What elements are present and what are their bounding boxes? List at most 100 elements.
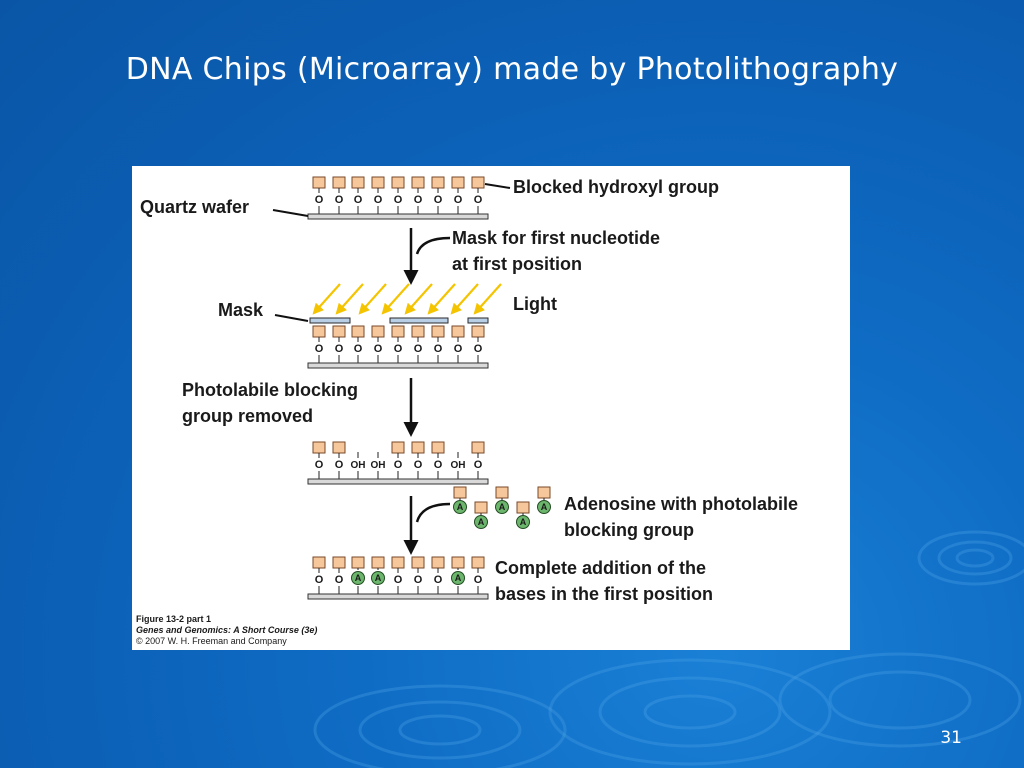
light-arrow [312, 283, 341, 315]
blocking-group [451, 556, 465, 569]
blocking-group [431, 441, 445, 454]
caption-copyright: © 2007 W. H. Freeman and Company [136, 636, 287, 646]
light-arrow [358, 283, 387, 315]
hydroxyl-label: OH [451, 460, 466, 471]
caption-figure-ref: Figure 13-2 part 1 [136, 614, 211, 624]
label-mask: Mask [218, 300, 264, 320]
blocking-group [516, 501, 530, 514]
blocking-group [371, 176, 385, 189]
oxygen-label: O [394, 574, 403, 586]
mask-step-bracket [415, 236, 451, 255]
base-label: A [520, 517, 527, 527]
adenosine-base [453, 500, 467, 514]
blocking-group [332, 325, 346, 338]
oxygen-label: O [335, 459, 344, 471]
mask-bars [309, 317, 489, 324]
oxygen-label: O [414, 194, 423, 206]
label-quartz-wafer: Quartz wafer [140, 197, 249, 217]
light-arrow [427, 283, 456, 315]
oxygen-label: O [434, 343, 443, 355]
light-arrows [312, 283, 502, 315]
wafer-bar [307, 478, 489, 485]
blocking-group [411, 176, 425, 189]
blocking-group [391, 556, 405, 569]
label-light: Light [513, 294, 557, 314]
mask-bar [467, 317, 489, 324]
light-arrow [404, 283, 433, 315]
base-label: A [499, 502, 506, 512]
oxygen-label: O [434, 194, 443, 206]
slide-title: DNA Chips (Microarray) made by Photolith… [125, 52, 899, 87]
blocking-group [351, 556, 365, 569]
blocking-group [431, 176, 445, 189]
oxygen-label: O [414, 574, 423, 586]
blocking-group [431, 556, 445, 569]
oxygen-label: O [474, 574, 483, 586]
label-adenosine-2: blocking group [564, 520, 694, 540]
label-complete-1: Complete addition of the [495, 558, 706, 578]
blocking-group [411, 441, 425, 454]
adenosine-base [351, 571, 365, 585]
blocking-group [453, 486, 467, 499]
mask-bar [309, 317, 351, 324]
oxygen-label: O [434, 459, 443, 471]
blocking-group [411, 556, 425, 569]
oxygen-label: O [394, 194, 403, 206]
blocking-group [371, 556, 385, 569]
hydroxyl-label: OH [351, 460, 366, 471]
label-adenosine-1: Adenosine with photolabile [564, 494, 798, 514]
oxygen-label: O [474, 343, 483, 355]
light-arrow [473, 283, 502, 315]
label-blocked-hydroxyl: Blocked hydroxyl group [513, 177, 719, 197]
label-mask-step-2: at first position [452, 254, 582, 274]
mask-bar [389, 317, 449, 324]
blocking-group [471, 441, 485, 454]
blocking-group [332, 556, 346, 569]
adenosine-base [537, 500, 551, 514]
blocking-group [495, 486, 509, 499]
base-label: A [541, 502, 548, 512]
oxygen-label: O [374, 343, 383, 355]
oxygen-label: O [315, 574, 324, 586]
oxygen-label: O [434, 574, 443, 586]
blocking-group [351, 176, 365, 189]
oxygen-label: O [335, 574, 344, 586]
blocking-group [474, 501, 488, 514]
oxygen-label: O [354, 343, 363, 355]
leader-line [484, 183, 511, 189]
oxygen-label: O [374, 194, 383, 206]
blocking-group [537, 486, 551, 499]
hydroxyl-label: OH [371, 460, 386, 471]
blocking-group [312, 176, 326, 189]
blocking-group [351, 325, 365, 338]
label-complete-2: bases in the first position [495, 584, 713, 604]
base-label: A [375, 573, 382, 583]
wafer-bar [307, 213, 489, 220]
label-photolabile-1: Photolabile blocking [182, 380, 358, 400]
blocking-group [451, 325, 465, 338]
oxygen-label: O [335, 343, 344, 355]
caption-book: Genes and Genomics: A Short Course (3e) [136, 625, 317, 635]
adenosine-base [371, 571, 385, 585]
blocking-group [471, 325, 485, 338]
oxygen-label: O [335, 194, 344, 206]
adenosine-base [474, 515, 488, 529]
leader-line [274, 314, 309, 322]
base-label: A [478, 517, 485, 527]
oxygen-label: O [454, 343, 463, 355]
oxygen-label: O [454, 194, 463, 206]
label-mask-step-1: Mask for first nucleotide [452, 228, 660, 248]
blocking-group [451, 176, 465, 189]
blocking-group [471, 176, 485, 189]
oxygen-label: O [315, 194, 324, 206]
slide-number: 31 [940, 728, 962, 748]
blocking-group [471, 556, 485, 569]
base-label: A [355, 573, 362, 583]
blocking-group [371, 325, 385, 338]
base-label: A [455, 573, 462, 583]
blocking-group [332, 441, 346, 454]
light-arrow [381, 283, 410, 315]
blocking-group [312, 556, 326, 569]
